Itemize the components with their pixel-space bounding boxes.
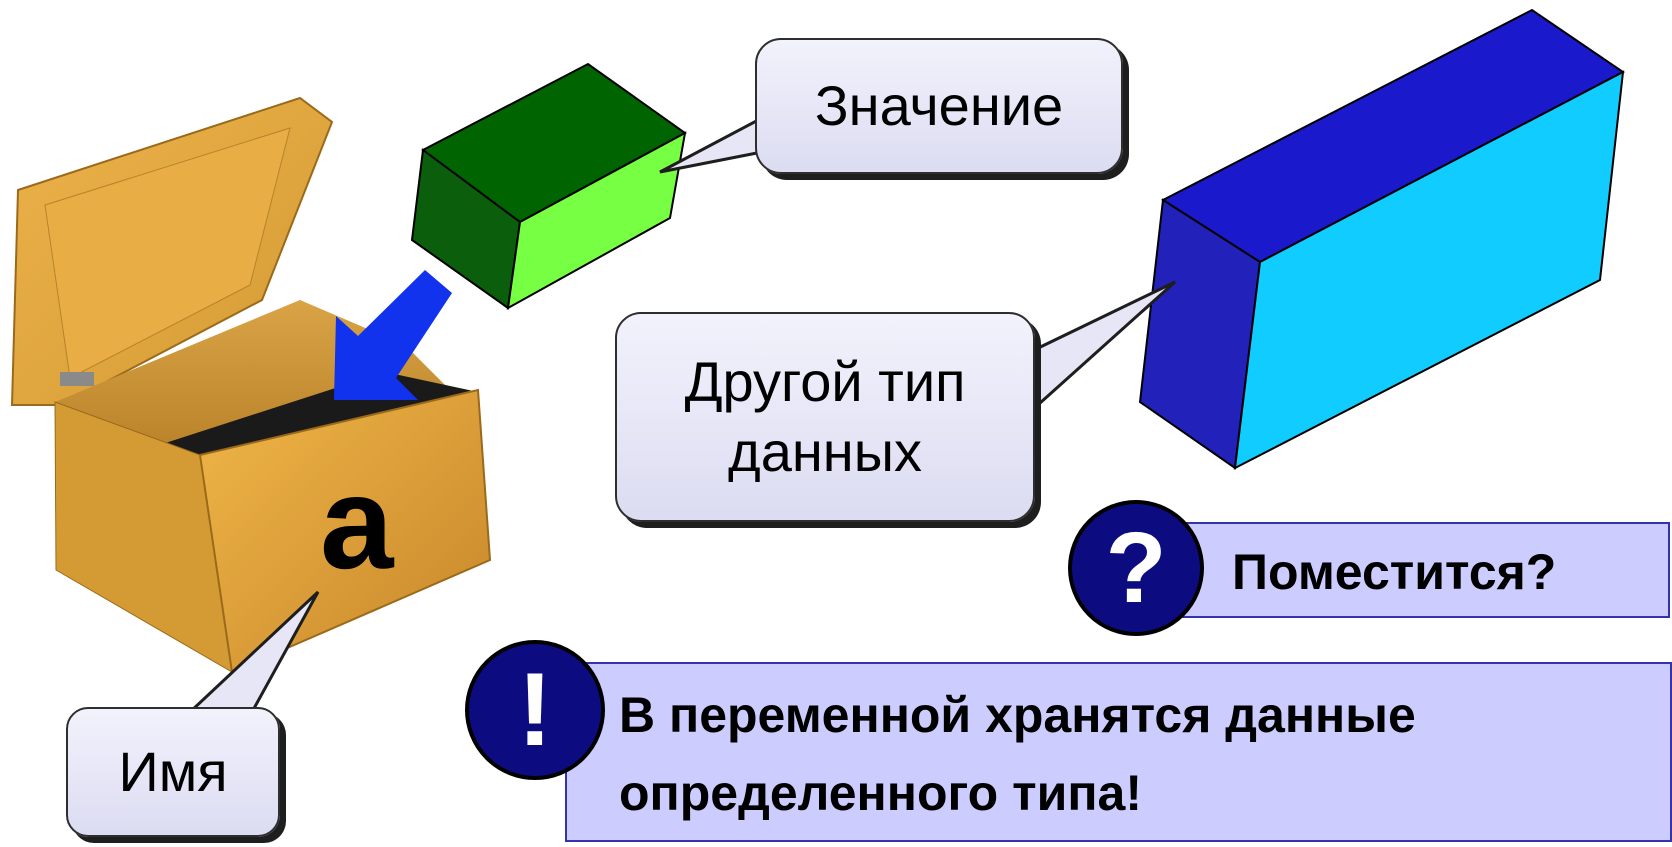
exclamation-mark-icon: ! <box>465 640 605 780</box>
large-blue-block <box>1138 8 1625 470</box>
box-front-face <box>198 388 492 674</box>
data-type-callout-line2: данных <box>728 420 922 483</box>
data-type-callout-line1: Другой тип <box>684 350 966 413</box>
typed-data-note: В переменной хранятся данные определенно… <box>565 662 1672 842</box>
box-lid-inner <box>44 127 291 379</box>
box-hinge <box>60 372 94 386</box>
box-label-a: а <box>320 449 395 596</box>
typed-data-note-line2: определенного типа! <box>619 765 1142 821</box>
value-callout: Значение <box>755 38 1123 174</box>
fit-question-text: Поместится? <box>1232 544 1557 600</box>
value-block <box>410 62 687 310</box>
value-callout-text: Значение <box>814 74 1064 137</box>
insert-arrow <box>334 270 452 400</box>
name-callout-text: Имя <box>118 740 228 803</box>
fit-question-note: Поместится? <box>1182 522 1670 618</box>
question-mark-icon: ? <box>1068 500 1204 636</box>
data-type-callout: Другой тип данных <box>615 312 1035 522</box>
name-callout: Имя <box>66 707 280 837</box>
typed-data-note-line1: В переменной хранятся данные <box>619 687 1416 743</box>
